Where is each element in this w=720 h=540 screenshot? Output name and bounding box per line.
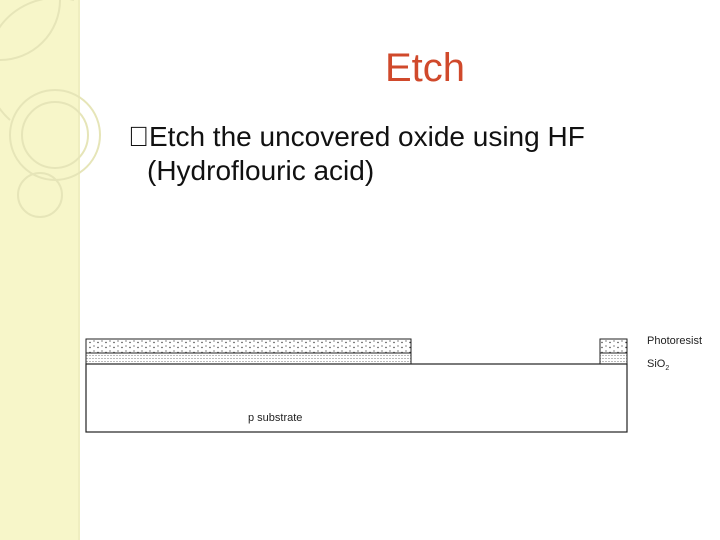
sio2-label: SiO2 [647,358,669,372]
photoresist-right [599,338,628,354]
slide-title: Etch [384,46,466,90]
sio2-label-subscript: 2 [665,365,669,372]
bullet-marker:   [128,121,149,152]
bullet-text:  Etch the uncovered oxide using HF (Hydr… [128,120,688,188]
sio2-left [85,352,412,365]
deco-circle-3 [17,172,63,218]
deco-arc-2 [0,0,61,61]
sio2-right [599,352,628,365]
side-band-edge [78,0,80,540]
etch-cross-section-diagram: p substrate Photoresist SiO2 [85,335,702,433]
photoresist-label: Photoresist [647,335,702,347]
sio2-label-base: SiO [647,358,666,370]
photoresist-left [85,338,412,354]
deco-circle-2 [21,101,89,169]
deco-circle-1 [9,89,101,181]
bullet-text-line-1: Etch the uncovered oxide using HF [149,121,585,152]
decorative-circles [0,0,101,218]
bullet-line-2: (Hydroflouric acid) [147,155,375,186]
substrate-label: p substrate [248,412,302,424]
p-substrate [85,363,628,433]
decorative-side-band [0,0,78,540]
bullet-line-1:  Etch the uncovered oxide using HF [128,120,688,154]
